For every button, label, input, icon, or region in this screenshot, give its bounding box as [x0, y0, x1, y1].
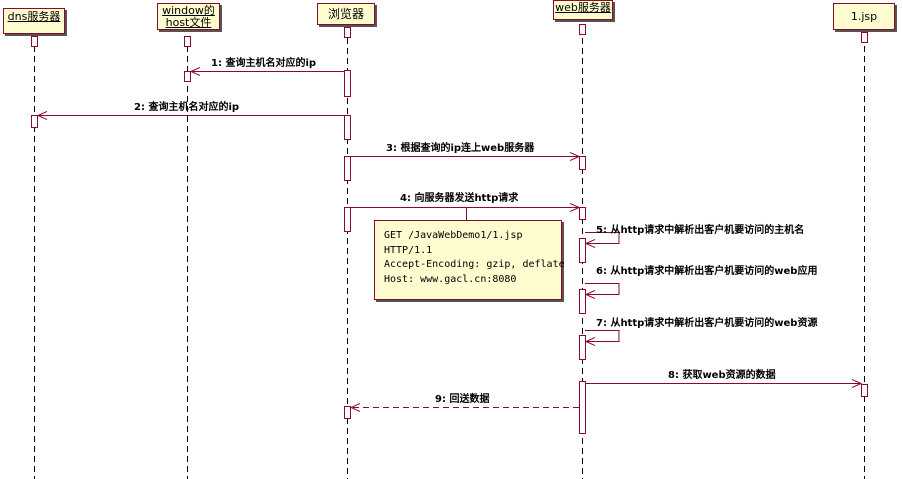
note-line-1: GET /JavaWebDemo1/1.jsp [384, 230, 523, 241]
message-1-label: 1: 查询主机名对应的ip [211, 56, 316, 69]
host-file-label-line2: host文件 [165, 16, 212, 29]
web-activation-3 [579, 156, 586, 170]
message-5-self-arrow [585, 232, 620, 244]
host-activation [184, 71, 191, 82]
host-create-box [184, 36, 191, 47]
web-activation-5 [579, 238, 586, 263]
message-7-self-arrow [585, 330, 620, 342]
browser-create-box [344, 27, 351, 38]
jsp-label: 1.jsp [850, 10, 878, 23]
http-request-note: GET /JavaWebDemo1/1.jsp HTTP/1.1 Accept-… [374, 220, 565, 300]
web-activation-8 [579, 381, 586, 434]
jsp-create-box [861, 32, 868, 43]
host-file-label-line1: window的 [162, 4, 215, 17]
lifeline-head-host-file[interactable]: window的 host文件 [157, 3, 220, 30]
message-8-label: 8: 获取web资源的数据 [668, 368, 776, 381]
note-line-2: HTTP/1.1 [384, 244, 433, 256]
message-5-label: 5: 从http请求中解析出客户机要访问的主机名 [596, 223, 804, 236]
dns-create-box [31, 36, 38, 47]
note-line-3: Accept-Encoding: gzip, deflate [384, 259, 565, 270]
browser-activation-1 [344, 70, 351, 97]
web-create-box [579, 24, 586, 35]
browser-label: 浏览器 [327, 7, 364, 21]
lifeline-head-1-jsp[interactable]: 1.jsp [833, 3, 895, 30]
web-server-label: web服务器 [555, 1, 611, 14]
message-9-label: 9: 回送数据 [435, 392, 489, 405]
web-activation-4 [579, 207, 586, 220]
lifeline-head-browser[interactable]: 浏览器 [317, 3, 375, 25]
jsp-activation [861, 384, 868, 397]
note-line-4: Host: www.gacl.cn:8080 [384, 273, 517, 285]
browser-activation-9 [344, 406, 351, 419]
message-4-label: 4: 向服务器发送http请求 [400, 191, 519, 204]
message-2-label: 2: 查询主机名对应的ip [134, 100, 239, 113]
message-6-label: 6: 从http请求中解析出客户机要访问的web应用 [596, 264, 817, 277]
message-7-label: 7: 从http请求中解析出客户机要访问的web资源 [596, 316, 817, 329]
dns-server-label: dns服务器 [7, 10, 61, 23]
dns-activation [31, 115, 38, 128]
lifeline-head-web-server[interactable]: web服务器 [553, 0, 613, 20]
browser-activation-3 [344, 156, 351, 181]
browser-activation-4 [344, 207, 351, 232]
web-activation-7 [579, 335, 586, 360]
lifeline-head-dns-server[interactable]: dns服务器 [3, 8, 65, 34]
web-activation-6 [579, 289, 586, 314]
browser-activation-2 [344, 115, 351, 140]
message-6-self-arrow [585, 283, 620, 295]
message-3-label: 3: 根据查询的ip连上web服务器 [386, 141, 535, 154]
